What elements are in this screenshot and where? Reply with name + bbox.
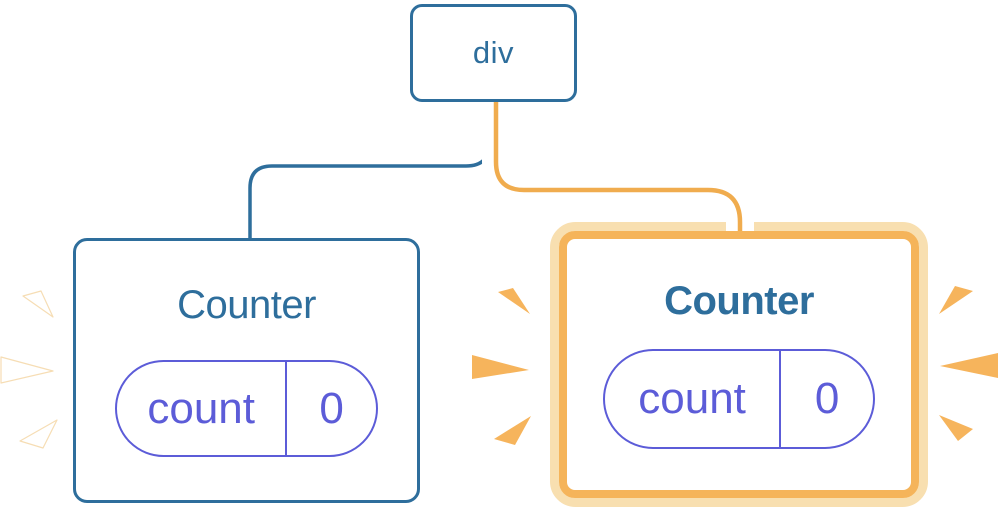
state-pill: count 0: [603, 349, 875, 449]
counter-node-right-highlighted: Counter count 0: [559, 231, 919, 498]
root-node-label: div: [472, 35, 515, 70]
sparkle-burst-orange-left-icon: [472, 288, 531, 445]
root-node-div: div: [410, 4, 577, 102]
state-key-cell: count: [638, 374, 746, 423]
state-key-cell: count: [147, 383, 255, 433]
component-title: Counter: [177, 283, 316, 327]
component-title: Counter: [664, 279, 814, 323]
edge-root-to-left-icon: [248, 102, 492, 242]
edge-root-to-right-casing: [482, 100, 754, 236]
counter-node-left: Counter count 0: [73, 238, 420, 503]
state-value-cell: 0: [779, 351, 873, 447]
state-value-cell: 0: [285, 362, 376, 455]
edge-root-to-right-icon: [493, 100, 743, 236]
sparkle-burst-white-icon: [0, 290, 58, 449]
state-pill: count 0: [115, 360, 378, 457]
sparkle-burst-orange-right-icon: [939, 286, 998, 441]
